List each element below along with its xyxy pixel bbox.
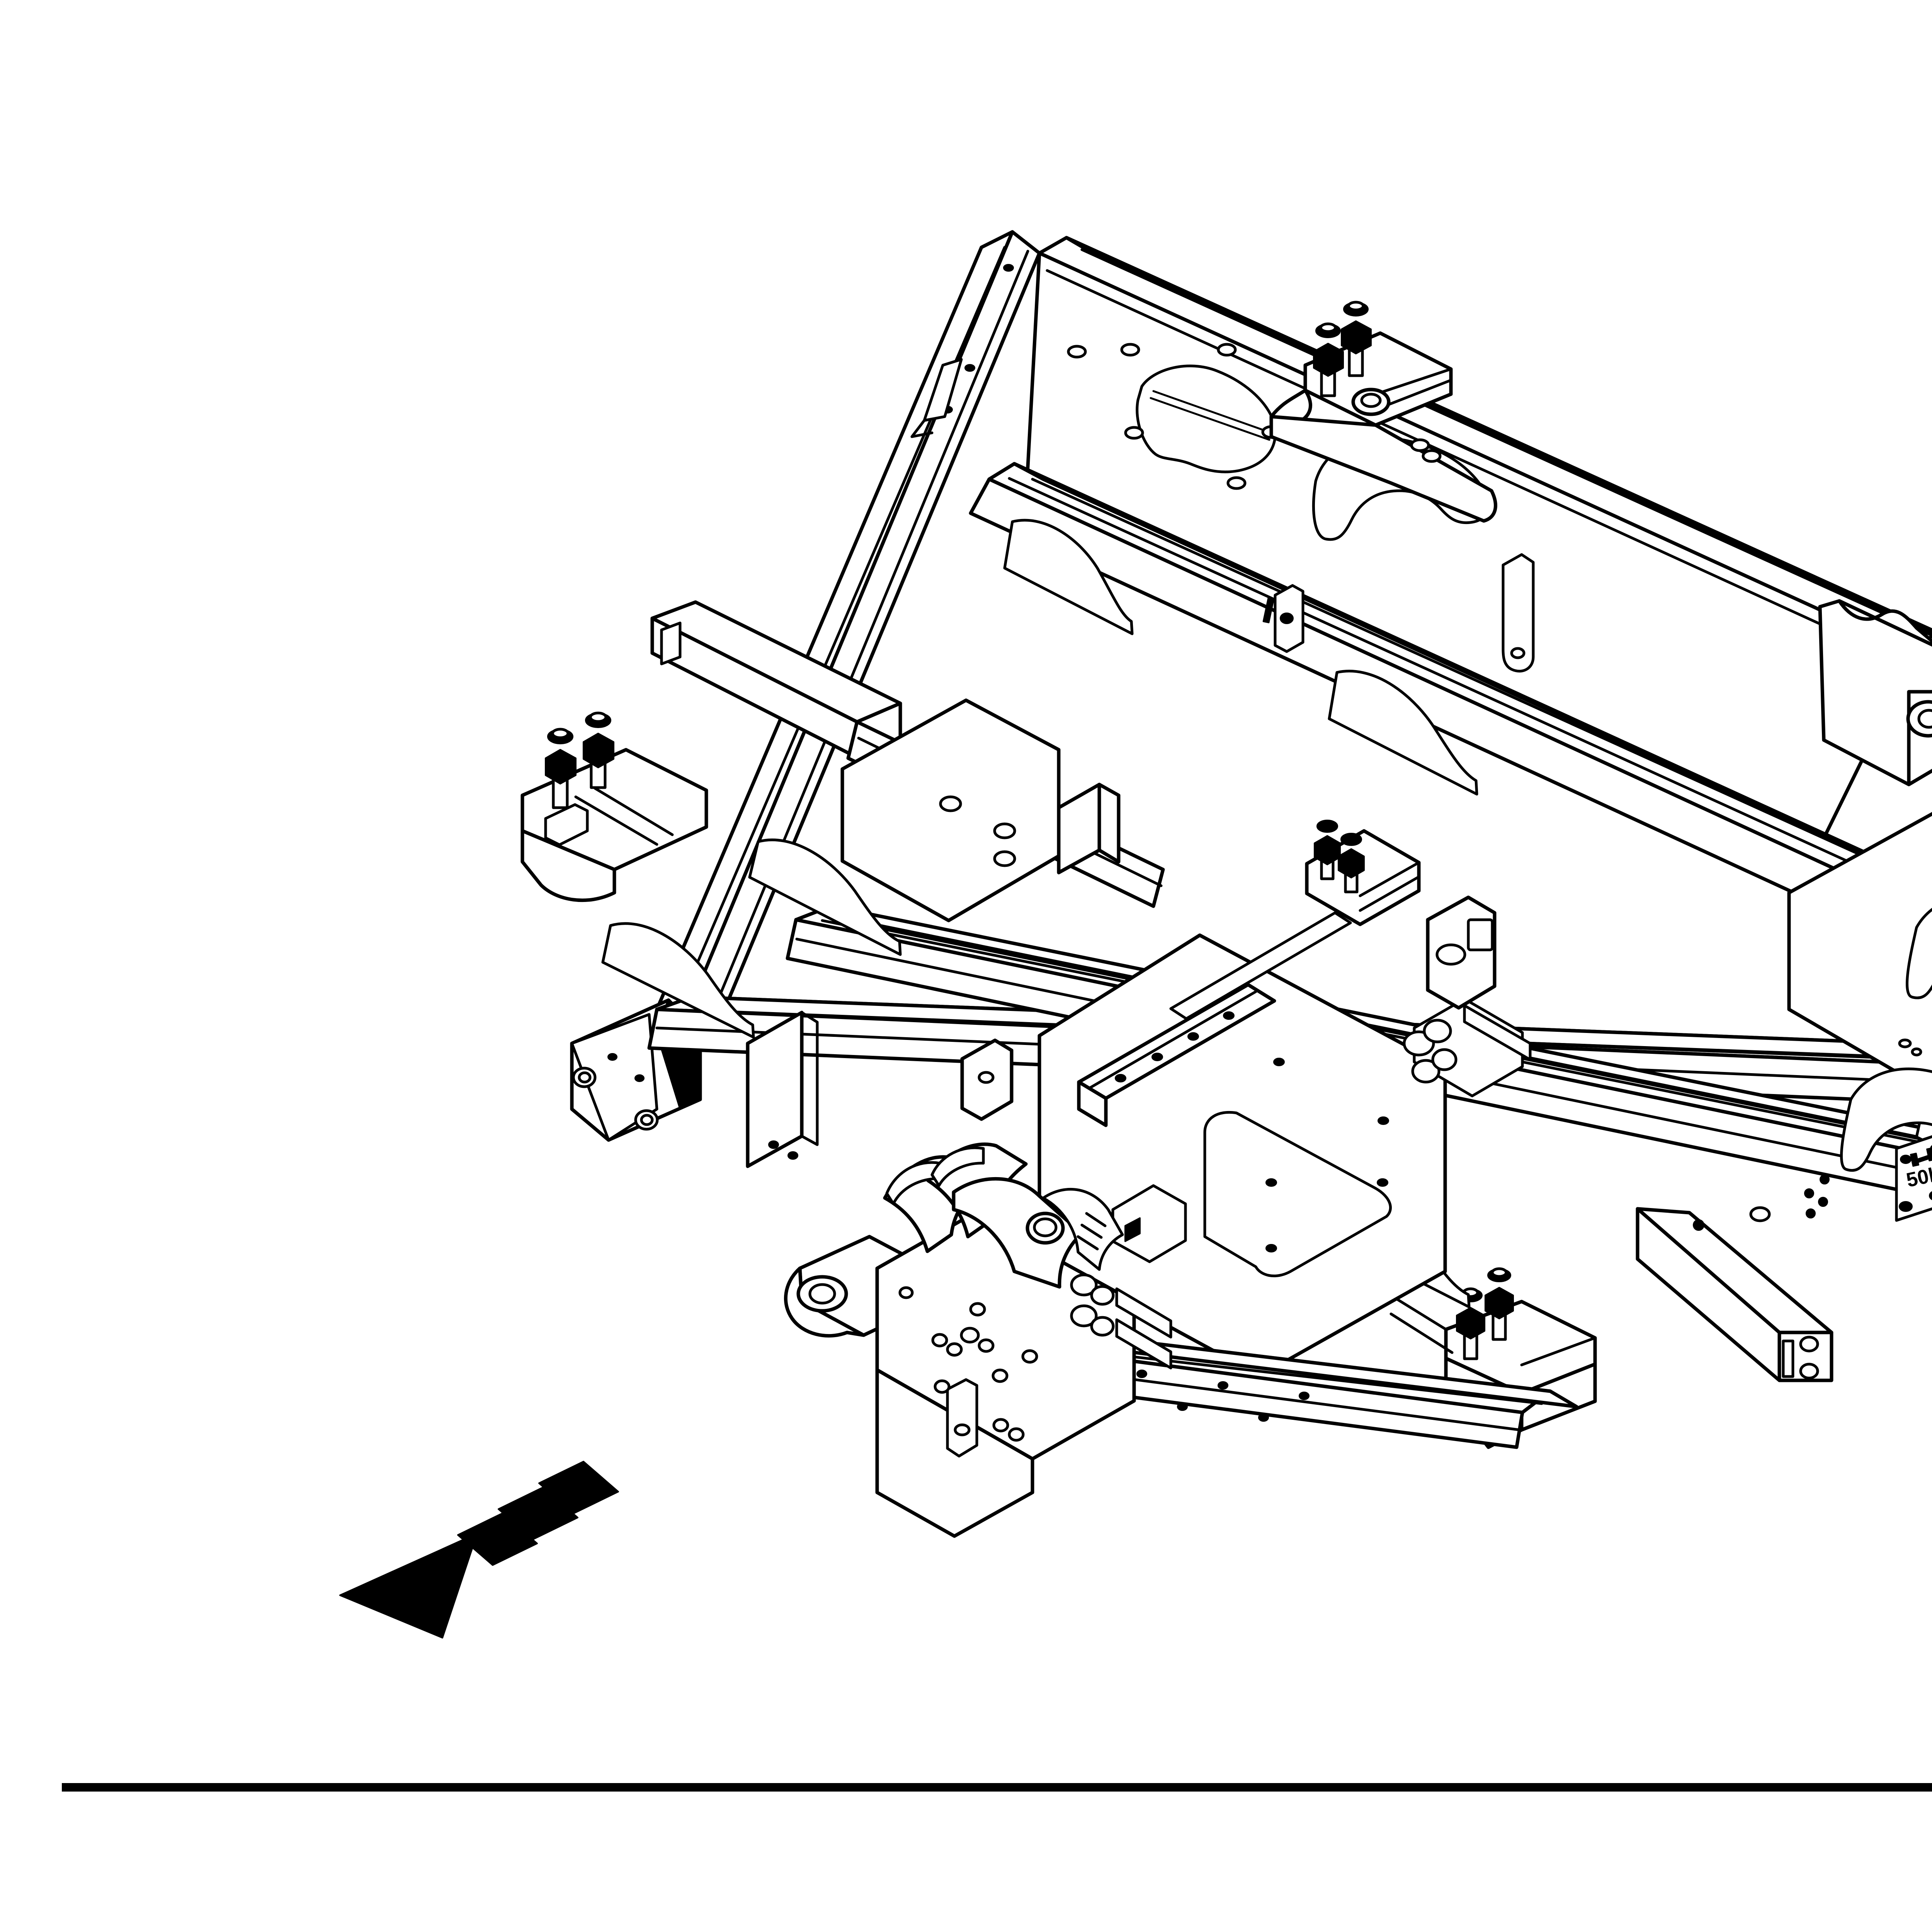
- centre-bolt-block: [1305, 820, 1421, 926]
- footer-rule: [62, 1783, 1932, 1792]
- drill-hole-pattern: [1693, 1174, 1830, 1231]
- centre-left-plates: [746, 698, 1121, 1168]
- pivot-boss-bracket: [1818, 599, 1932, 786]
- drawbar-hitch: [784, 1142, 1172, 1538]
- hex-bolt: [1341, 301, 1372, 377]
- hex-bolt: [1456, 1287, 1485, 1360]
- hex-bolt: [583, 711, 614, 789]
- hex-bolt: [1485, 1267, 1514, 1341]
- square-tube-receiver: [1636, 1207, 1833, 1382]
- hydraulic-cluster: [1403, 997, 1532, 1098]
- centre-deck-structure: [1037, 820, 1532, 1378]
- right-deck-sheet: [1787, 812, 1932, 1172]
- lubrication-decal-50h: 50h: [1895, 1135, 1932, 1222]
- bolt-pair-bracket-top: [1269, 301, 1497, 523]
- direction-of-travel-arrow: [339, 1461, 619, 1639]
- hex-bolt: [1313, 322, 1344, 397]
- hex-bolt: [1338, 833, 1365, 893]
- frame-assembly: 50h: [520, 230, 1932, 1538]
- right-diagonal-beam: [969, 462, 1932, 958]
- hex-bolt: [545, 728, 577, 809]
- bolt-pair-bracket-left: [520, 711, 708, 902]
